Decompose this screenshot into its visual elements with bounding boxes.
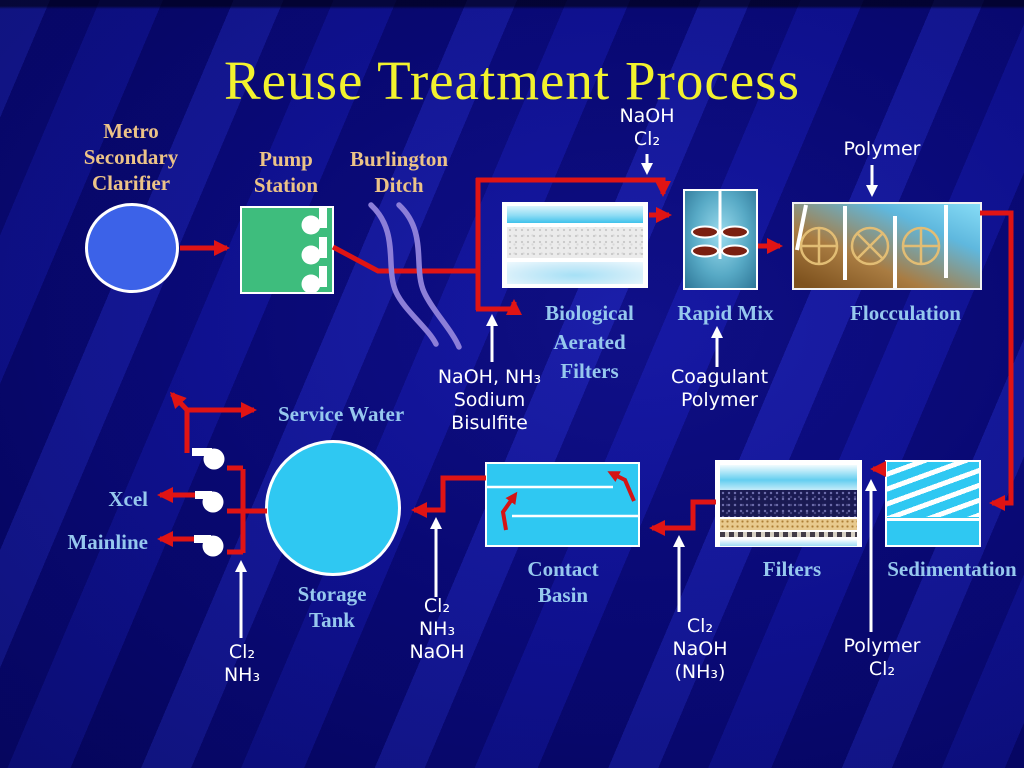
tank-inlet-feed-label: Cl₂ NH₃ NaOH <box>409 595 465 663</box>
distribution-feed-label: Cl₂ NH₃ <box>223 641 261 686</box>
filters-box <box>715 460 862 547</box>
sedimentation-box <box>885 460 981 547</box>
flow-pipes <box>157 177 1014 555</box>
flocculation-paddles <box>795 204 948 288</box>
filter-gravel-band <box>720 532 857 537</box>
rapid-mix-impeller <box>691 191 749 259</box>
flocculation-label: Flocculation <box>850 301 961 325</box>
filter-underdrain-band <box>720 539 857 546</box>
contact-basin-feed-label: Cl₂ NaOH (NH₃) <box>672 615 728 683</box>
filter-water-band <box>720 465 857 490</box>
storage-tank-circle <box>265 440 401 576</box>
slide-title: Reuse Treatment Process <box>223 50 800 111</box>
xcel-label: Xcel <box>108 487 148 511</box>
filters-label: Filters <box>762 557 822 581</box>
storage-tank-label: Storage Tank <box>297 582 367 632</box>
baf-top-feed-label: NaOH Cl₂ <box>619 105 675 150</box>
ditch-label: Burlington Ditch <box>349 147 449 197</box>
contact-basin-flow <box>487 471 638 531</box>
biological-aerated-filters-box <box>502 202 648 288</box>
service-water-label: Service Water <box>278 402 405 426</box>
chemical-arrows <box>235 154 878 638</box>
contact-basin-label: Contact Basin <box>527 557 599 607</box>
baf-underdrain-band <box>507 262 643 284</box>
filter-anthracite-band <box>720 490 857 517</box>
distribution-pumps <box>192 448 225 557</box>
sedimentation-divider <box>887 518 979 521</box>
rapid-mix-feed-label: Coagulant Polymer <box>670 366 769 411</box>
ditch-curves <box>368 202 462 350</box>
filter-sand-band <box>720 519 857 530</box>
sedimentation-label: Sedimentation <box>887 557 1017 581</box>
baf-bottom-feed-label: NaOH, NH₃ Sodium Bisulfite <box>437 366 542 434</box>
clarifier-label: Metro Secondary Clarifier <box>83 119 179 195</box>
floc-feed-label: Polymer <box>843 138 921 160</box>
mainline-label: Mainline <box>67 530 148 554</box>
baf-media-band <box>507 227 643 258</box>
lamella-plates <box>887 462 979 517</box>
filters-feed-label: Polymer Cl₂ <box>843 635 921 680</box>
baf-water-band <box>507 206 643 223</box>
baf-label: Biological Aerated Filters <box>545 301 634 383</box>
pump-station-impellers <box>301 207 327 294</box>
pump-station-label: Pump Station <box>253 147 319 197</box>
clarifier-circle <box>85 203 179 293</box>
rapid-mix-label: Rapid Mix <box>677 301 774 325</box>
